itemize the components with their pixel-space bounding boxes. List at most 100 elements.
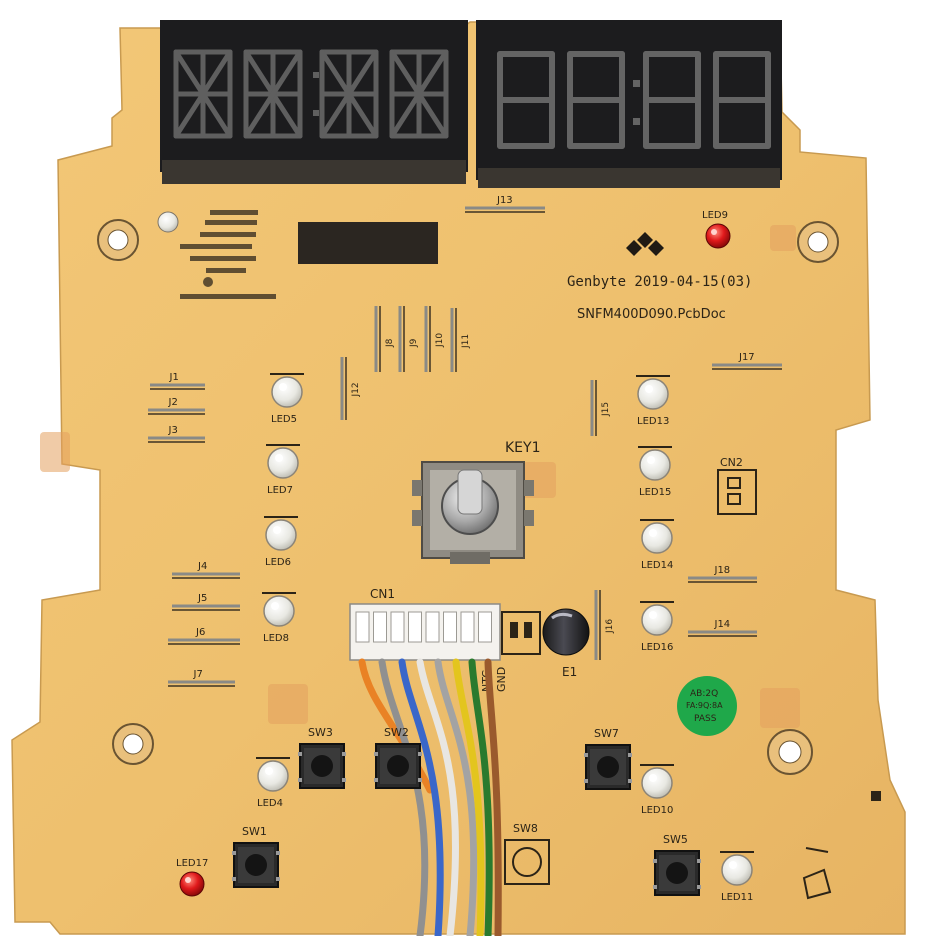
svg-text:LED5: LED5	[271, 414, 297, 425]
wire-harness	[358, 658, 502, 936]
svg-text:SW2: SW2	[384, 726, 409, 739]
svg-text:J5: J5	[197, 593, 207, 604]
compliance-sticker: AB:2Q FA:9Q:8A PASS	[677, 676, 737, 736]
jumper-j13: J13	[465, 195, 545, 213]
svg-text:J8: J8	[385, 338, 395, 348]
jumper-j12: J12	[340, 357, 361, 420]
led-led15: LED15	[638, 446, 672, 498]
svg-text:SW7: SW7	[594, 727, 619, 740]
rotary-encoder-key1[interactable]	[412, 461, 534, 564]
small-connector	[501, 611, 541, 655]
svg-text:J11: J11	[461, 334, 471, 349]
jumper-j16: J16	[594, 590, 615, 660]
jumper-j8: J8	[374, 306, 395, 372]
svg-text:LED7: LED7	[267, 485, 293, 496]
svg-text:J10: J10	[435, 333, 445, 348]
svg-text:J4: J4	[197, 561, 207, 572]
svg-text:J2: J2	[168, 397, 178, 408]
jumper-j14: J14	[688, 619, 757, 637]
jumper-j5: J5	[172, 593, 240, 611]
svg-text:LED16: LED16	[641, 642, 673, 653]
red-leds: LED17 LED9	[176, 210, 731, 897]
switch-sw8[interactable]: SW8	[504, 822, 550, 885]
jumper-j10: J10	[424, 306, 445, 372]
svg-text:J7: J7	[193, 669, 203, 680]
led-led14: LED14	[640, 519, 674, 571]
svg-text:J16: J16	[605, 619, 615, 634]
svg-text:J9: J9	[409, 338, 419, 348]
svg-text:SW8: SW8	[513, 822, 538, 835]
display-alphanumeric	[160, 20, 468, 184]
svg-text:J6: J6	[195, 627, 205, 638]
jumper-j2: J2	[148, 397, 205, 415]
capacitor-label: E1	[562, 665, 577, 679]
svg-text:LED4: LED4	[257, 798, 283, 809]
svg-text:LED17: LED17	[176, 858, 208, 869]
genbyte-logo-icon	[626, 232, 664, 256]
svg-text:LED14: LED14	[641, 560, 673, 571]
svg-text:LED15: LED15	[639, 487, 671, 498]
cn1-connector[interactable]	[349, 603, 501, 661]
encoder-label: KEY1	[505, 440, 541, 456]
svg-text:LED11: LED11	[721, 892, 753, 903]
svg-text:J18: J18	[714, 565, 731, 576]
jumper-j3: J3	[148, 425, 205, 443]
cn2-footprint	[717, 469, 757, 515]
jumper-j18: J18	[688, 565, 757, 583]
led-led16: LED16	[640, 601, 674, 653]
switch-sw5[interactable]: SW5	[653, 833, 701, 896]
svg-text:J14: J14	[714, 619, 731, 630]
led-led6: LED6	[264, 516, 298, 568]
jumper-j17: J17	[712, 352, 782, 370]
svg-text:LED13: LED13	[637, 416, 669, 427]
svg-text:PASS: PASS	[694, 714, 717, 724]
svg-text:SW3: SW3	[308, 726, 333, 739]
svg-text:LED6: LED6	[265, 557, 291, 568]
bottom-right-silk	[802, 791, 881, 900]
small-led-top-left	[157, 211, 179, 233]
switch-sw7[interactable]: SW7	[584, 727, 632, 790]
switch-sw2[interactable]: SW2	[374, 726, 422, 789]
electrolytic-capacitor-e1	[542, 608, 590, 656]
gnd-label: GND	[495, 667, 508, 692]
svg-text:LED9: LED9	[702, 210, 728, 221]
blank-label-block	[298, 222, 438, 264]
jumper-j11: J11	[450, 308, 471, 372]
svg-text:SW1: SW1	[242, 825, 267, 838]
led-led17: LED17	[176, 858, 208, 897]
led-led4: LED4	[256, 757, 290, 809]
switch-sw1[interactable]: SW1	[232, 825, 280, 888]
led-led8: LED8	[262, 592, 296, 644]
part-number-text: SNFM400D090.PcbDoc	[577, 307, 726, 322]
svg-text:LED8: LED8	[263, 633, 289, 644]
svg-text:AB:2Q: AB:2Q	[690, 689, 718, 699]
led-led7: LED7	[266, 444, 300, 496]
cn1-label: CN1	[370, 587, 395, 601]
jumper-j7: J7	[168, 669, 235, 687]
led-led9: LED9	[702, 210, 731, 249]
svg-text:FA:9Q:8A: FA:9Q:8A	[686, 701, 723, 710]
svg-text:LED10: LED10	[641, 805, 673, 816]
svg-text:J12: J12	[351, 382, 361, 397]
svg-text:J13: J13	[496, 195, 513, 206]
jumper-j4: J4	[172, 561, 240, 579]
mounting-holes	[97, 219, 839, 775]
cn2-label: CN2	[720, 456, 743, 469]
jumper-j9: J9	[398, 306, 419, 372]
maker-date-text: Genbyte 2019-04-15(03)	[567, 274, 752, 290]
led-led10: LED10	[640, 764, 674, 816]
switch-sw3[interactable]: SW3	[298, 726, 346, 789]
jumper-j6: J6	[168, 627, 240, 645]
svg-text:J17: J17	[738, 352, 755, 363]
led-led5: LED5	[270, 373, 304, 425]
jumper-j15: J15	[590, 380, 611, 436]
svg-text:J3: J3	[168, 425, 178, 436]
display-seven-segment	[476, 20, 782, 188]
led-led11: LED11	[720, 851, 754, 903]
jumper-j1: J1	[150, 372, 205, 390]
